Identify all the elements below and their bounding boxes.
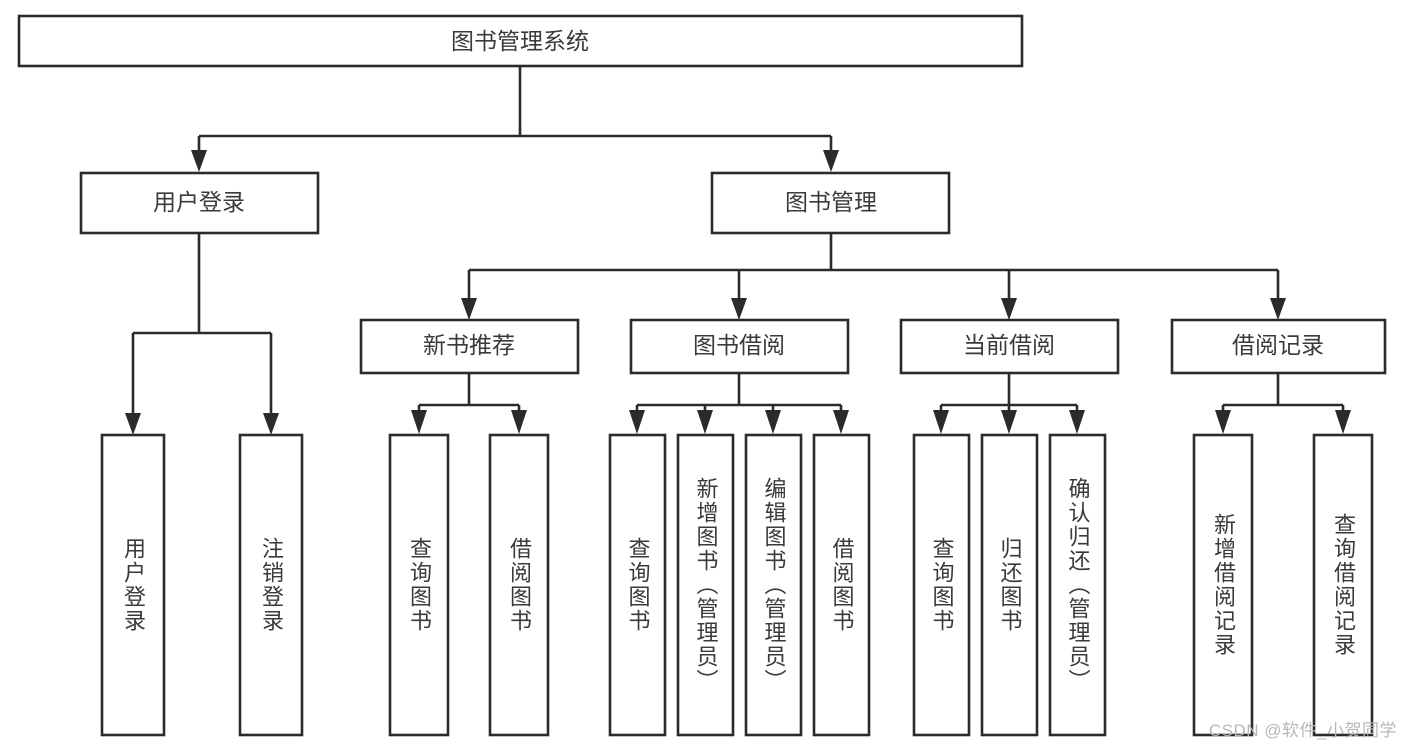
- arrow-icon: [411, 410, 427, 434]
- leaf-box[interactable]: [1312, 433, 1374, 737]
- connector-root-to-level2: [191, 66, 839, 172]
- arrow-icon: [263, 413, 279, 435]
- arrow-icon: [629, 410, 645, 434]
- node-borrow-record[interactable]: 借阅记录: [1170, 318, 1387, 375]
- arrow-icon: [511, 410, 527, 434]
- leaf-boxes-borrow-record: [1192, 433, 1374, 737]
- node-user-login-label: 用户登录: [153, 189, 245, 215]
- leaf-boxes-current-borrow: [912, 433, 1107, 737]
- node-borrow-record-label: 借阅记录: [1232, 332, 1324, 358]
- node-root[interactable]: 图书管理系统: [17, 14, 1024, 68]
- arrow-icon: [1001, 298, 1017, 320]
- node-current-borrow[interactable]: 当前借阅: [899, 318, 1120, 375]
- arrow-icon: [1335, 410, 1351, 434]
- leaf-box[interactable]: [912, 433, 971, 737]
- leaf-box[interactable]: [1192, 433, 1254, 737]
- arrow-icon: [1001, 410, 1017, 434]
- leaf-box[interactable]: [1048, 433, 1107, 737]
- node-user-login[interactable]: 用户登录: [79, 171, 320, 235]
- leaf-box[interactable]: [744, 433, 803, 737]
- connector-borrow-to-leaves: [629, 373, 849, 434]
- arrow-icon: [697, 410, 713, 434]
- leaf-box[interactable]: [608, 433, 667, 737]
- node-book-borrow[interactable]: 图书借阅: [629, 318, 850, 375]
- node-book-management[interactable]: 图书管理: [710, 171, 951, 235]
- connector-record-to-leaves: [1215, 373, 1351, 434]
- leaf-boxes-book-borrow: [608, 433, 871, 737]
- node-new-book-recommend[interactable]: 新书推荐: [359, 318, 580, 375]
- leaf-box[interactable]: [980, 433, 1039, 737]
- node-current-borrow-label: 当前借阅: [963, 332, 1055, 358]
- leaf-boxes-user-login: [100, 433, 304, 737]
- node-new-book-recommend-label: 新书推荐: [423, 332, 515, 358]
- connector-newbook-to-leaves: [411, 373, 527, 434]
- arrow-icon: [461, 298, 477, 320]
- arrow-icon: [191, 150, 207, 172]
- leaf-box[interactable]: [812, 433, 871, 737]
- arrow-icon: [765, 410, 781, 434]
- arrow-icon: [823, 150, 839, 172]
- leaf-box[interactable]: [488, 433, 550, 737]
- connector-bookmgmt-to-level3: [461, 233, 1286, 320]
- arrow-icon: [933, 410, 949, 434]
- watermark-text: CSDN @软件_小贺同学: [1208, 721, 1397, 740]
- leaf-box[interactable]: [100, 433, 166, 737]
- arrow-icon: [1069, 410, 1085, 434]
- node-root-label: 图书管理系统: [451, 28, 589, 54]
- arrow-icon: [731, 298, 747, 320]
- leaf-box[interactable]: [388, 433, 450, 737]
- arrow-icon: [125, 413, 141, 435]
- leaf-box[interactable]: [238, 433, 304, 737]
- node-book-borrow-label: 图书借阅: [693, 332, 785, 358]
- node-book-management-label: 图书管理: [785, 189, 877, 215]
- arrow-icon: [1270, 298, 1286, 320]
- arrow-icon: [1215, 410, 1231, 434]
- leaf-box[interactable]: [676, 433, 735, 737]
- arrow-icon: [833, 410, 849, 434]
- connector-current-to-leaves: [933, 373, 1085, 434]
- connector-userlogin-to-leaves: [125, 233, 279, 435]
- leaf-boxes-new-book-recommend: [388, 433, 550, 737]
